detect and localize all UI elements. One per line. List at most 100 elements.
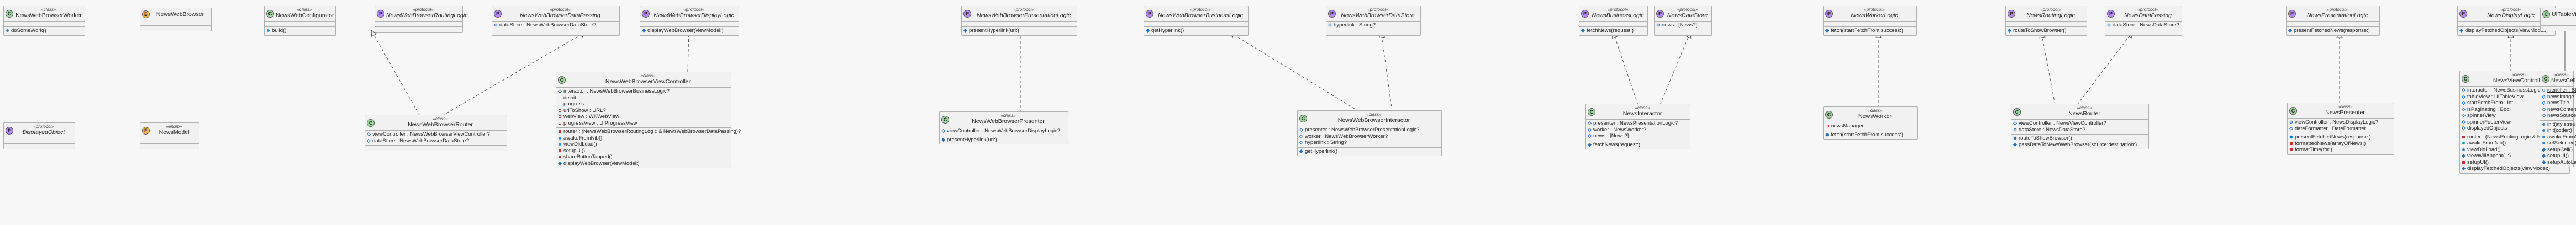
visibility-int-fld-icon xyxy=(1299,127,1304,132)
attribute-row: news : [News?] xyxy=(1656,22,1710,29)
class-header: C«class»NewsCell xyxy=(2540,71,2575,86)
visibility-int-fld-icon xyxy=(2461,113,2466,118)
visibility-int-fld-icon xyxy=(493,23,498,28)
method-row: doSomeWork() xyxy=(6,28,83,34)
method-row: viewWillAppear(_:) xyxy=(2461,153,2568,159)
method-row: fetch(startFetchFrom:success:) xyxy=(1825,28,1915,34)
method-compartment: fetchNews(request:) xyxy=(1586,140,1690,149)
class-name: NewsWebBrowserDisplayLogic xyxy=(654,12,734,19)
visibility-int-fld-icon xyxy=(366,138,371,143)
attribute-compartment xyxy=(2287,21,2379,26)
stereotype-label: «class» xyxy=(2553,72,2569,77)
member-text: newsManager xyxy=(1831,123,1864,129)
attribute-row: newsImage xyxy=(2541,94,2574,100)
method-row: displayWebBrowser(viewModel:) xyxy=(557,160,729,167)
method-compartment: displayFetchedObjects(viewModel:) xyxy=(2458,26,2555,35)
attribute-row: viewController : NewsViewController? xyxy=(2013,120,2147,127)
protocol-badge-icon: P xyxy=(494,9,502,18)
visibility-int-op-icon xyxy=(2541,160,2546,164)
class-header: E«enum»NewsModel xyxy=(140,123,199,138)
protocol-badge-icon: P xyxy=(963,9,971,18)
attribute-compartment xyxy=(2458,21,2555,26)
method-row: setupUI() xyxy=(558,148,729,154)
visibility-pub-fld-icon xyxy=(2542,89,2545,92)
member-text: setupAutoLayout() xyxy=(2547,159,2576,165)
protocol-badge-icon: P xyxy=(1581,9,1589,18)
protocol-badge-icon: P xyxy=(2459,9,2467,18)
member-text: newsSource xyxy=(2547,113,2576,119)
stereotype-label: «protocol» xyxy=(413,7,434,12)
member-text: startFetchFrom : Int xyxy=(2467,100,2513,106)
attribute-compartment: viewController : NewsWebBrowserDisplayLo… xyxy=(940,127,1068,136)
class-header: C«class»NewsWebBrowserRouter xyxy=(365,115,507,130)
attribute-compartment xyxy=(2006,21,2087,26)
stereotype-label: «class» xyxy=(1000,113,1016,118)
realization-nwbrouter-routing xyxy=(371,30,420,116)
attribute-compartment xyxy=(962,21,1077,26)
method-row: routeToShowBrowser() xyxy=(2013,135,2147,142)
visibility-priv-fld-icon xyxy=(559,109,561,112)
visibility-int-op-icon xyxy=(1145,28,1150,33)
attribute-row: urlToShow : URL? xyxy=(558,108,729,114)
attribute-row: dataStore : NewsWebBrowserDataStore? xyxy=(493,22,618,29)
stereotype-label: «class» xyxy=(2511,72,2527,77)
stereotype-label: «class» xyxy=(1867,108,1883,113)
class-box-newsmodel: E«enum»NewsModel xyxy=(140,122,199,149)
visibility-int-fld-icon xyxy=(2541,113,2546,118)
visibility-int-fld-icon xyxy=(2289,126,2294,131)
method-compartment: fetch(startFetchFrom:success:) xyxy=(1824,26,1916,35)
class-box-uitableviewcell: CUITableViewCell xyxy=(2540,8,2576,31)
attribute-compartment xyxy=(4,21,85,26)
method-row: setupAutoLayout() xyxy=(2541,159,2576,166)
class-box-nwbrouting: P«protocol»NewsWebBrowserRoutingLogic xyxy=(375,6,467,33)
class-box-nwbpreslogic: P«protocol»NewsWebBrowserPresentationLog… xyxy=(961,6,1077,36)
member-text: setupCell() xyxy=(2547,146,2573,153)
class-badge-icon: C xyxy=(2542,74,2549,83)
attribute-row: interactor : NewsWebBrowserBusinessLogic… xyxy=(557,88,729,95)
stereotype-label: «protocol» xyxy=(2500,7,2521,12)
member-text: presenter : NewsWebBrowserPresentationLo… xyxy=(1305,127,1420,133)
member-text: formattedNews(arrayOfNews:) xyxy=(2295,140,2366,147)
member-text: viewDidLoad() xyxy=(2467,146,2501,153)
visibility-int-op-icon xyxy=(1299,149,1304,153)
class-header: C«class»NewsInteractor xyxy=(1586,104,1690,119)
attribute-row: tableView : UITableView xyxy=(2461,94,2568,100)
visibility-int-fld-icon xyxy=(1587,133,1592,138)
class-name: NewsPresentationLogic xyxy=(2306,12,2368,19)
attribute-compartment: viewController : NewsViewController?data… xyxy=(2011,119,2148,134)
member-text: hyperlink : String? xyxy=(1305,140,1347,146)
attribute-compartment: newsManager xyxy=(1824,122,1917,131)
method-row: setSelected(_:animated:) xyxy=(2542,140,2576,147)
attribute-row: webView : WKWebView xyxy=(558,114,729,120)
attribute-compartment: interactor : NewsBusinessLogic?tableView… xyxy=(2460,86,2569,133)
visibility-int-fld-icon xyxy=(2461,107,2466,111)
method-row: displayFetchedObjects(viewModel:) xyxy=(2459,28,2553,34)
attribute-compartment: presenter : NewsPresentationLogic?worker… xyxy=(1586,119,1690,141)
method-row: fetchNews(request:) xyxy=(1587,142,1688,148)
member-text: setSelected(_:animated:) xyxy=(2547,140,2576,146)
class-badge-icon: C xyxy=(941,115,949,124)
member-text: routeToShowBrowser() xyxy=(2019,135,2072,141)
class-header: P«protocol»NewsDisplayLogic xyxy=(2458,6,2555,21)
class-name: NewsRoutingLogic xyxy=(2026,12,2075,19)
visibility-priv-fld-icon xyxy=(559,115,561,118)
visibility-int-op-icon xyxy=(2459,28,2464,33)
method-compartment: getHyperlink() xyxy=(1144,26,1248,35)
member-text: routeToShowBrowser() xyxy=(2013,28,2067,34)
realization-ninteractor-datastore xyxy=(1660,32,1690,105)
class-name: NewsViewController xyxy=(2493,77,2546,84)
attribute-row: hyperlink : String? xyxy=(1327,22,1419,29)
attribute-row: deinit xyxy=(558,95,729,101)
visibility-int-fld-icon xyxy=(941,128,946,133)
visibility-pub-op-icon xyxy=(2462,148,2465,151)
member-text: webView : WKWebView xyxy=(563,114,619,120)
visibility-int-fld-icon xyxy=(1327,23,1332,28)
attribute-row: worker : NewsWebBrowserWorker? xyxy=(1299,133,1440,140)
visibility-int-op-icon xyxy=(1587,142,1592,147)
